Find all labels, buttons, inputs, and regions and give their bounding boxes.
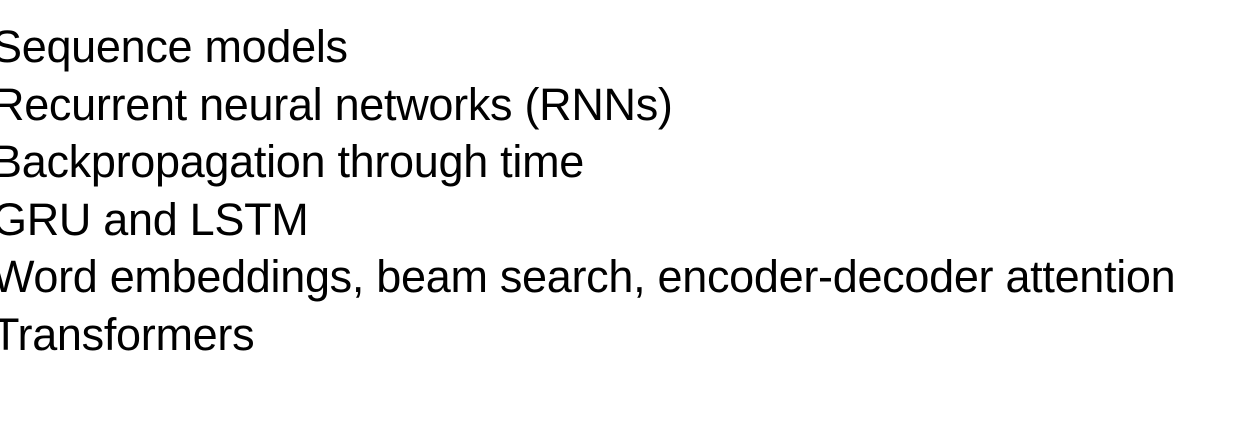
topic-gru-lstm: GRU and LSTM: [0, 193, 309, 245]
topic-word-embeddings: Word embeddings, beam search, encoder-de…: [0, 251, 1176, 302]
topic-rnns: Recurrent neural networks (RNNs): [0, 78, 673, 130]
topic-backpropagation: Backpropagation through time: [0, 136, 584, 187]
topic-sequence-models: Sequence models: [0, 21, 348, 72]
topic-list: Sequence models Recurrent neural network…: [0, 18, 1176, 363]
topic-transformers: Transformers: [0, 308, 255, 360]
